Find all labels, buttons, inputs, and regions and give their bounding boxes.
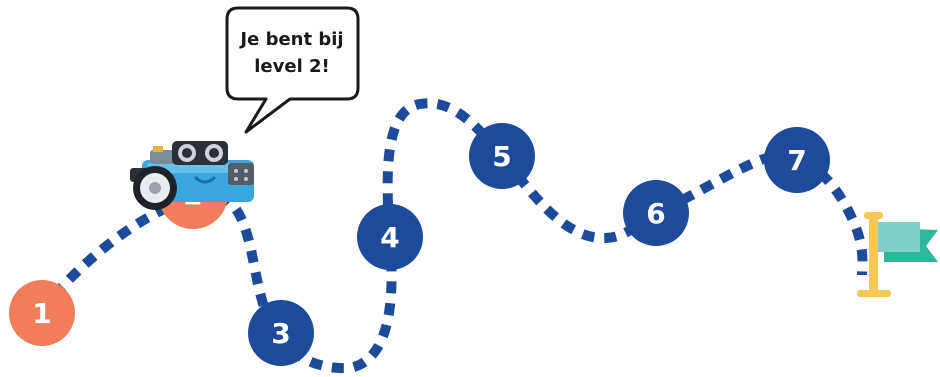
level-node-7-label: 7 xyxy=(787,144,806,177)
speech-bubble-line2: level 2! xyxy=(254,56,330,77)
level-node-3-label: 3 xyxy=(271,317,290,350)
level-node-7[interactable]: 7 xyxy=(764,127,830,193)
level-node-4-label: 4 xyxy=(380,221,399,254)
level-node-1[interactable]: 1 xyxy=(9,280,75,346)
speech-bubble-line1: Je bent bij xyxy=(238,29,343,50)
robot-avatar-icon xyxy=(130,141,254,210)
level-node-4[interactable]: 4 xyxy=(357,204,423,270)
level-node-6[interactable]: 6 xyxy=(623,180,689,246)
level-node-5[interactable]: 5 xyxy=(469,123,535,189)
speech-bubble: Je bent bij level 2! xyxy=(225,6,360,134)
level-node-6-label: 6 xyxy=(646,197,665,230)
level-node-5-label: 5 xyxy=(492,140,511,173)
finish-flag-icon xyxy=(857,212,938,297)
level-node-1-label: 1 xyxy=(32,297,51,330)
level-path xyxy=(36,98,868,374)
level-node-3[interactable]: 3 xyxy=(248,300,314,366)
